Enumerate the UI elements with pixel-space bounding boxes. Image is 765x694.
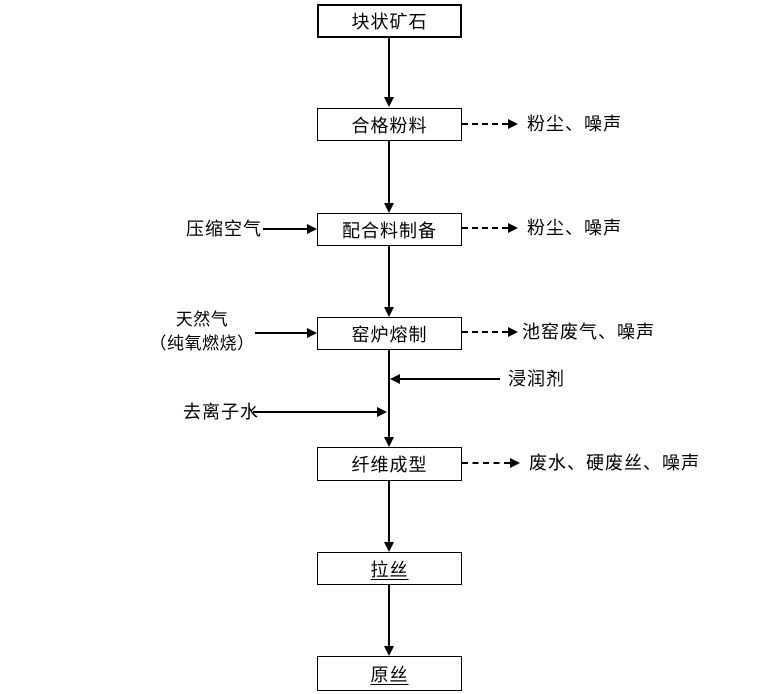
arrowhead-right-icon bbox=[508, 327, 518, 337]
input-arrow-line bbox=[400, 378, 500, 380]
arrowhead-right-icon bbox=[508, 223, 518, 233]
box-wire-drawing: 拉丝 bbox=[317, 552, 462, 585]
arrowhead-left-icon bbox=[390, 374, 400, 384]
emission-arrow-line bbox=[462, 462, 510, 464]
arrowhead-right-icon bbox=[307, 224, 317, 234]
emission-arrow-line bbox=[462, 227, 508, 229]
label-natural-gas-line2: （纯氧燃烧） bbox=[149, 334, 255, 353]
box-batch-preparation-label: 配合料制备 bbox=[342, 220, 437, 241]
box-batch-preparation: 配合料制备 bbox=[317, 213, 462, 246]
label-dust-noise-2: 粉尘、噪声 bbox=[527, 218, 622, 238]
box-raw-strand-label: 原丝 bbox=[370, 664, 409, 685]
box-raw-strand: 原丝 bbox=[317, 656, 462, 691]
connector-line bbox=[388, 141, 390, 204]
arrowhead-right-icon bbox=[307, 328, 317, 338]
box-qualified-powder-label: 合格粉料 bbox=[351, 115, 428, 136]
arrowhead-down-icon bbox=[384, 437, 394, 447]
connector-line bbox=[388, 37, 390, 98]
connector-line bbox=[388, 481, 390, 543]
label-natural-gas-line1: 天然气 bbox=[175, 310, 229, 329]
box-kiln-melting: 窑炉熔制 bbox=[317, 317, 462, 350]
arrowhead-right-icon bbox=[510, 458, 520, 468]
arrowhead-right-icon bbox=[377, 407, 387, 417]
input-arrow-line bbox=[253, 411, 378, 413]
arrowhead-down-icon bbox=[384, 646, 394, 656]
label-compressed-air: 压缩空气 bbox=[186, 219, 262, 239]
label-natural-gas: 天然气 （纯氧燃烧） bbox=[142, 308, 262, 356]
box-raw-ore-label: 块状矿石 bbox=[351, 12, 428, 32]
input-arrow-line bbox=[263, 228, 308, 230]
label-sizing-agent: 浸润剂 bbox=[508, 369, 565, 389]
label-wastewater-waste-noise: 废水、硬废丝、噪声 bbox=[529, 453, 700, 473]
box-kiln-melting-label: 窑炉熔制 bbox=[351, 324, 428, 345]
box-qualified-powder: 合格粉料 bbox=[317, 108, 462, 141]
arrowhead-down-icon bbox=[384, 307, 394, 317]
label-kiln-exhaust-noise: 池窑废气、噪声 bbox=[522, 322, 655, 342]
connector-line bbox=[388, 585, 390, 647]
connector-line bbox=[388, 246, 390, 308]
connector-line bbox=[388, 350, 390, 438]
arrowhead-down-icon bbox=[384, 97, 394, 107]
arrowhead-right-icon bbox=[508, 119, 518, 129]
arrowhead-down-icon bbox=[384, 542, 394, 552]
box-fiber-forming: 纤维成型 bbox=[317, 447, 462, 481]
input-arrow-line bbox=[255, 332, 308, 334]
box-raw-ore: 块状矿石 bbox=[317, 4, 462, 38]
label-deionized-water: 去离子水 bbox=[183, 402, 259, 422]
box-wire-drawing-label: 拉丝 bbox=[370, 559, 409, 580]
arrowhead-down-icon bbox=[384, 203, 394, 213]
label-dust-noise-1: 粉尘、噪声 bbox=[527, 114, 622, 134]
box-fiber-forming-label: 纤维成型 bbox=[351, 455, 428, 475]
emission-arrow-line bbox=[462, 123, 508, 125]
emission-arrow-line bbox=[462, 331, 508, 333]
